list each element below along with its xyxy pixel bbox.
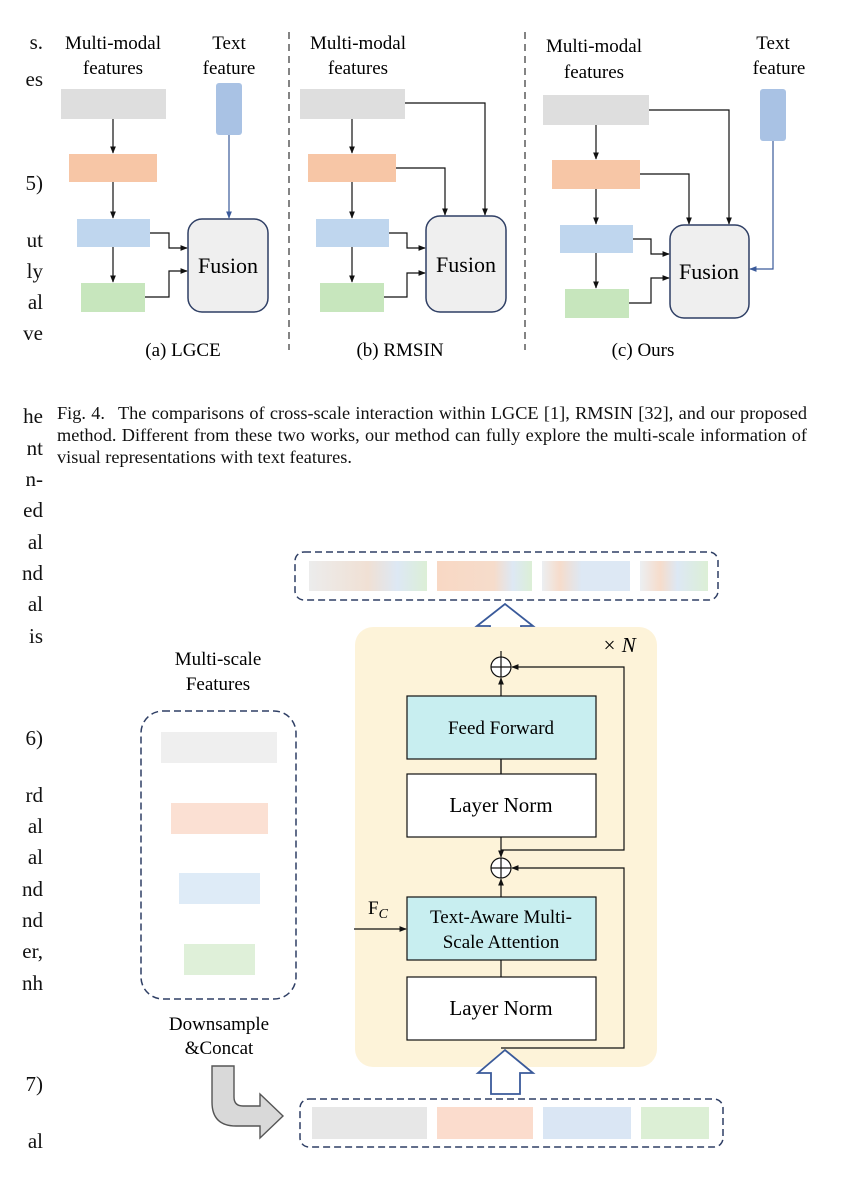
feature-orange — [552, 160, 640, 189]
fusion-box — [425, 215, 507, 313]
scale-feature-green — [184, 944, 255, 975]
text-label-line1: Text — [756, 33, 790, 54]
text-fragment: s. — [29, 30, 43, 54]
input-token-green — [641, 1107, 709, 1139]
residual-add-bottom — [490, 857, 512, 879]
feature-blue — [560, 225, 633, 253]
up-arrow-bottom — [475, 1048, 536, 1095]
feed-forward-label: Feed Forward — [448, 718, 555, 739]
text-fragment: ve — [23, 321, 43, 345]
panel-lgce: Multi-modal features Text feature Fusion… — [61, 33, 269, 361]
layer-norm-bottom-label: Layer Norm — [449, 996, 552, 1020]
mm-label-line1: Multi-modal — [546, 36, 642, 57]
feature-gray — [543, 95, 649, 125]
figure-caption: Fig. 4. The comparisons of cross-scale i… — [57, 402, 807, 468]
mm-label-line1: Multi-modal — [310, 33, 406, 54]
text-fragment: rd — [25, 783, 44, 807]
text-fragment: al — [27, 814, 43, 838]
layer-norm-top-label: Layer Norm — [449, 793, 552, 817]
panel-rmsin: Multi-modal features Fusion (b) RMSIN — [300, 33, 507, 361]
text-fragment: is — [28, 624, 43, 648]
figure-label: Fig. 4. — [57, 403, 105, 423]
feature-blue — [316, 219, 389, 247]
times-n-label: × N — [602, 633, 636, 657]
fusion-box — [669, 224, 750, 319]
equation-number: 7) — [25, 1072, 44, 1096]
text-fragment: ed — [23, 498, 43, 522]
text-fragment: er, — [22, 939, 43, 963]
panel-caption: (b) RMSIN — [356, 340, 443, 361]
text-fragment: nd — [22, 877, 43, 901]
text-fragment: he — [23, 404, 43, 428]
mm-label-line2: features — [83, 58, 143, 79]
panel-caption: (a) LGCE — [145, 340, 220, 361]
input-token-blue — [543, 1107, 631, 1139]
downsample-label-line1: Downsample — [169, 1014, 269, 1035]
layer-norm-bottom-box — [406, 976, 597, 1041]
feature-blue — [77, 219, 150, 247]
feature-gray — [300, 89, 405, 119]
attention-box — [406, 896, 597, 961]
text-fragment: n- — [25, 467, 44, 491]
output-token-2 — [437, 561, 532, 591]
text-label-line2: feature — [203, 58, 256, 79]
attention-label-line2: Scale Attention — [443, 932, 560, 953]
output-token-4 — [640, 561, 708, 591]
multiscale-label-line1: Multi-scale — [175, 649, 262, 670]
panel-caption: (c) Ours — [612, 340, 675, 361]
figure-caption-text: The comparisons of cross-scale interacti… — [57, 403, 807, 467]
feature-orange — [308, 154, 396, 182]
text-label-line1: Text — [212, 33, 246, 54]
multiscale-features-box — [140, 710, 297, 1000]
residual-add-top — [490, 656, 512, 678]
comparison-figure: Multi-modal features Text feature Fusion… — [61, 32, 805, 361]
equation-number: 6) — [25, 726, 44, 750]
feature-gray — [61, 89, 166, 119]
feature-orange — [69, 154, 157, 182]
downsample-arrow — [211, 1065, 285, 1140]
text-fragment: nd — [22, 908, 43, 932]
panel-ours: Multi-modal features Text feature Fusion… — [543, 33, 805, 361]
text-fragment: es — [25, 67, 44, 91]
fusion-label: Fusion — [436, 252, 496, 277]
text-label-line2: feature — [753, 58, 806, 79]
feature-green — [320, 283, 384, 312]
feature-green — [565, 289, 629, 318]
text-fragment: ly — [26, 259, 43, 283]
architecture-figure: × N Feed Forward Layer Norm Text-Aware M… — [140, 551, 724, 1148]
equation-number: 5) — [25, 171, 44, 195]
text-fragment: nd — [22, 561, 43, 585]
text-fragment: al — [27, 290, 43, 314]
input-token-orange — [437, 1107, 533, 1139]
output-token-1 — [309, 561, 427, 591]
fusion-box — [187, 218, 269, 313]
scale-feature-blue — [179, 873, 260, 904]
downsample-label-line2: &Concat — [185, 1038, 254, 1059]
output-token-3 — [542, 561, 630, 591]
mm-label-line2: features — [328, 58, 388, 79]
output-token-strip — [294, 551, 719, 601]
scale-feature-gray — [161, 732, 277, 763]
attention-label-line1: Text-Aware Multi- — [430, 907, 572, 928]
text-fragment: nt — [26, 436, 43, 460]
fusion-label: Fusion — [679, 259, 739, 284]
text-fragment: al — [27, 1129, 43, 1153]
scale-feature-orange — [171, 803, 268, 834]
input-token-gray — [312, 1107, 427, 1139]
text-fragment: ut — [26, 228, 43, 252]
fusion-label: Fusion — [198, 253, 258, 278]
fc-label: FC — [368, 898, 389, 922]
text-fragment: al — [27, 592, 43, 616]
text-feature-bar — [760, 89, 786, 141]
feature-green — [81, 283, 145, 312]
input-token-strip — [299, 1098, 724, 1148]
text-feature-bar — [216, 83, 242, 135]
text-fragment: al — [27, 530, 43, 554]
multiscale-label-line2: Features — [186, 674, 250, 695]
text-fragment: al — [27, 845, 43, 869]
mm-label-line2: features — [564, 62, 624, 83]
text-fragment: nh — [22, 971, 43, 995]
mm-label-line1: Multi-modal — [65, 33, 161, 54]
